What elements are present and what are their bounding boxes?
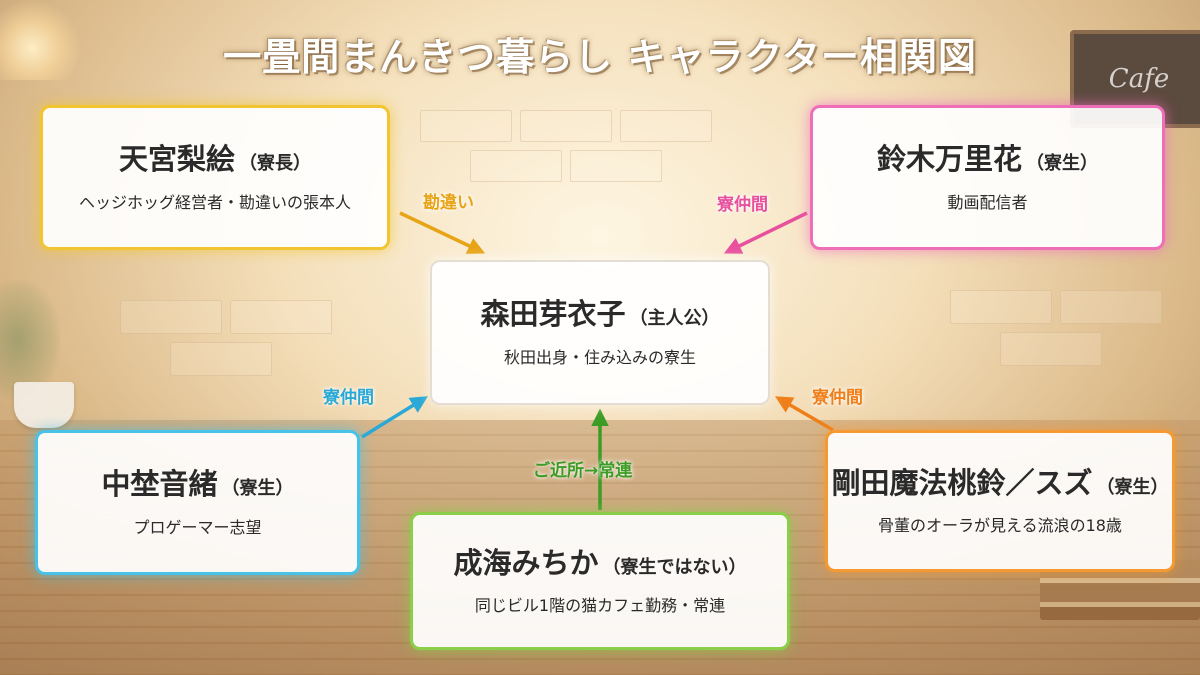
wall-brick (170, 342, 272, 376)
lamp-glow (0, 0, 80, 80)
character-name-text: 天宮梨絵 (118, 142, 235, 177)
diagram-title: 一畳間まんきつ暮らし キャラクター相関図 (223, 35, 977, 79)
relation-label-suzuki: 寮仲間 (717, 195, 768, 215)
character-name: 中埜音緒（寮生） (101, 467, 293, 502)
relation-label-narumi: ご近所→常連 (533, 461, 633, 481)
character-name: 成海みちか（寮生ではない） (453, 546, 746, 581)
wall-brick (120, 300, 222, 334)
character-name: 天宮梨絵（寮長） (119, 142, 311, 177)
character-card-morita: 森田芽衣子（主人公） 秋田出身・住み込みの寮生 (430, 260, 770, 405)
relation-label-nakazato: 寮仲間 (323, 388, 374, 408)
character-name-text: 成海みちか (453, 545, 599, 580)
character-description: 骨董のオーラが見える流浪の18歳 (878, 516, 1122, 536)
character-name: 剛田魔法桃鈴／スズ（寮生） (831, 466, 1168, 501)
character-description: ヘッジホッグ経営者・勘違いの張本人 (78, 192, 351, 212)
character-role: （寮長） (239, 153, 311, 175)
relation-label-amamiya: 勘違い (423, 193, 474, 213)
character-card-gouda: 剛田魔法桃鈴／スズ（寮生） 骨董のオーラが見える流浪の18歳 (825, 430, 1175, 572)
character-name: 森田芽衣子（主人公） (480, 297, 719, 332)
cafe-sign-text: Cafe (1108, 64, 1170, 94)
character-name-text: 森田芽衣子 (480, 297, 626, 332)
character-name-text: 剛田魔法桃鈴／スズ (831, 465, 1093, 500)
character-card-suzuki: 鈴木万里花（寮生） 動画配信者 (810, 105, 1165, 250)
wall-brick (620, 110, 712, 142)
character-description: 同じビル1階の猫カフェ勤務・常連 (474, 596, 726, 616)
character-role: （寮生） (1096, 476, 1169, 498)
wall-brick (570, 150, 662, 182)
wall-brick (230, 300, 332, 334)
arrow-suzuki-to-morita (723, 211, 808, 254)
character-role: （寮生） (1026, 153, 1098, 175)
plant-decoration (0, 280, 60, 400)
arrow-amamiya-to-morita (399, 211, 486, 254)
character-name: 鈴木万里花（寮生） (877, 142, 1098, 177)
character-card-narumi: 成海みちか（寮生ではない） 同じビル1階の猫カフェ勤務・常連 (410, 512, 790, 650)
wall-brick (420, 110, 512, 142)
wall-brick (1000, 332, 1102, 366)
character-card-nakazato: 中埜音緒（寮生） プロゲーマー志望 (35, 430, 360, 575)
character-role: （主人公） (629, 308, 720, 330)
wall-brick (1060, 290, 1162, 324)
wall-brick (950, 290, 1052, 324)
character-card-amamiya: 天宮梨絵（寮長） ヘッジホッグ経営者・勘違いの張本人 (40, 105, 390, 250)
character-role: （寮生） (221, 478, 294, 500)
character-name-text: 鈴木万里花 (876, 142, 1022, 177)
character-description: 動画配信者 (947, 192, 1028, 212)
character-description: プロゲーマー志望 (133, 517, 262, 537)
character-description: 秋田出身・住み込みの寮生 (503, 347, 696, 367)
relation-label-gouda: 寮仲間 (812, 388, 863, 408)
character-name-text: 中埜音緒 (101, 467, 218, 502)
wall-brick (520, 110, 612, 142)
coffee-cup (14, 382, 74, 428)
wall-brick (470, 150, 562, 182)
character-role: （寮生ではない） (602, 556, 747, 578)
